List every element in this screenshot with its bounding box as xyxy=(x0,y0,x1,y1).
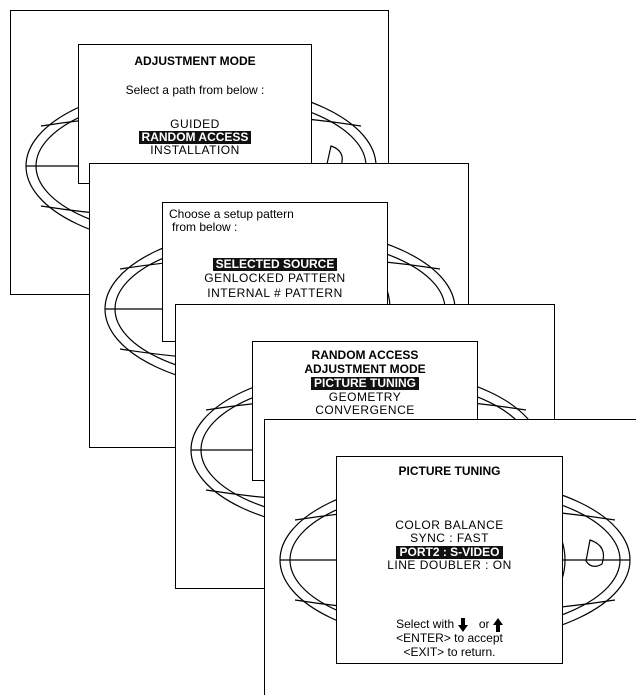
arrow-up-icon xyxy=(492,617,503,632)
menu-item-installation[interactable]: INSTALLATION xyxy=(150,143,240,157)
menu-item-port2[interactable]: PORT2 : S-VIDEO xyxy=(396,546,503,559)
menu-item-sync[interactable]: SYNC : FAST xyxy=(410,531,489,545)
help-select-text: Select with xyxy=(396,617,455,631)
menu-item-color-balance[interactable]: COLOR BALANCE xyxy=(395,518,504,532)
prompt-line-2: from below : xyxy=(172,220,238,234)
menu-item-line-doubler[interactable]: LINE DOUBLER : ON xyxy=(387,558,512,572)
picture-tuning-menu: PICTURE TUNING COLOR BALANCE SYNC : FAST… xyxy=(336,456,563,664)
menu-item-internal-pattern[interactable]: INTERNAL # PATTERN xyxy=(207,286,343,300)
help-or-text: or xyxy=(478,617,490,631)
menu-item-geometry[interactable]: GEOMETRY xyxy=(328,390,402,404)
help-enter: <ENTER> to accept xyxy=(396,631,503,645)
menu-title: PICTURE TUNING xyxy=(398,464,501,478)
menu-title-line-2: ADJUSTMENT MODE xyxy=(304,362,426,376)
menu-prompt: Select a path from below : xyxy=(125,83,265,97)
menu-item-guided[interactable]: GUIDED xyxy=(170,117,220,131)
arrow-down-icon xyxy=(457,617,468,632)
menu-item-convergence[interactable]: CONVERGENCE xyxy=(315,403,415,417)
screen-picture-tuning: PICTURE TUNING COLOR BALANCE SYNC : FAST… xyxy=(264,419,636,695)
menu-title-line-1: RANDOM ACCESS xyxy=(311,348,419,362)
prompt-line-1: Choose a setup pattern xyxy=(169,207,294,221)
menu-item-selected-source[interactable]: SELECTED SOURCE xyxy=(212,258,338,271)
help-exit: <EXIT> to return. xyxy=(403,645,496,659)
menu-item-picture-tuning[interactable]: PICTURE TUNING xyxy=(311,377,419,390)
help-select-line: Select with or xyxy=(337,617,562,632)
menu-item-random-access[interactable]: RANDOM ACCESS xyxy=(138,131,252,144)
menu-item-genlocked-pattern[interactable]: GENLOCKED PATTERN xyxy=(204,271,346,285)
menu-title: ADJUSTMENT MODE xyxy=(134,54,256,68)
